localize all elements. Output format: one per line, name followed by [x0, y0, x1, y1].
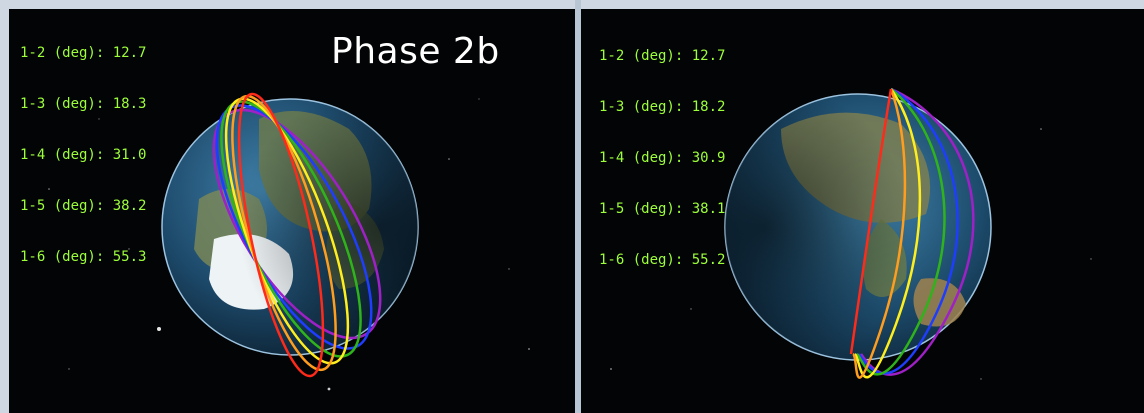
pane-divider[interactable] — [575, 0, 581, 413]
readout-line-1-5: 1-5 (deg): 38.1 — [599, 201, 726, 217]
angle-readout-panel-left: 1-2 (deg): 12.7 1-3 (deg): 18.3 1-4 (deg… — [20, 11, 146, 300]
orbit-tracks-left — [212, 92, 382, 378]
angle-readout-panel-right: 1-2 (deg): 12.7 1-3 (deg): 18.2 1-4 (deg… — [599, 14, 725, 303]
readout-line-1-2: 1-2 (deg): 12.7 — [599, 48, 726, 64]
phase-title: Phase 2b — [331, 31, 500, 72]
right-earth-scene[interactable] — [581, 9, 1144, 413]
readout-line-1-5: 1-5 (deg): 38.2 — [20, 198, 147, 214]
earth-globe-right — [724, 93, 992, 361]
readout-line-1-4: 1-4 (deg): 31.0 — [20, 147, 147, 163]
stars — [610, 128, 1092, 380]
readout-line-1-2: 1-2 (deg): 12.7 — [20, 45, 147, 61]
readout-line-1-3: 1-3 (deg): 18.3 — [20, 96, 147, 112]
readout-line-1-4: 1-4 (deg): 30.9 — [599, 150, 726, 166]
left-view-pane[interactable]: 1-2 (deg): 12.7 1-3 (deg): 18.3 1-4 (deg… — [0, 0, 575, 413]
readout-line-1-6: 1-6 (deg): 55.3 — [20, 249, 147, 265]
left-earth-scene[interactable] — [9, 9, 575, 413]
stars — [48, 98, 530, 391]
readout-line-1-3: 1-3 (deg): 18.2 — [599, 99, 726, 115]
orbit-tracks-right — [849, 87, 975, 379]
right-view-pane[interactable]: 1-2 (deg): 12.7 1-3 (deg): 18.2 1-4 (deg… — [581, 0, 1144, 413]
readout-line-1-6: 1-6 (deg): 55.2 — [599, 252, 726, 268]
